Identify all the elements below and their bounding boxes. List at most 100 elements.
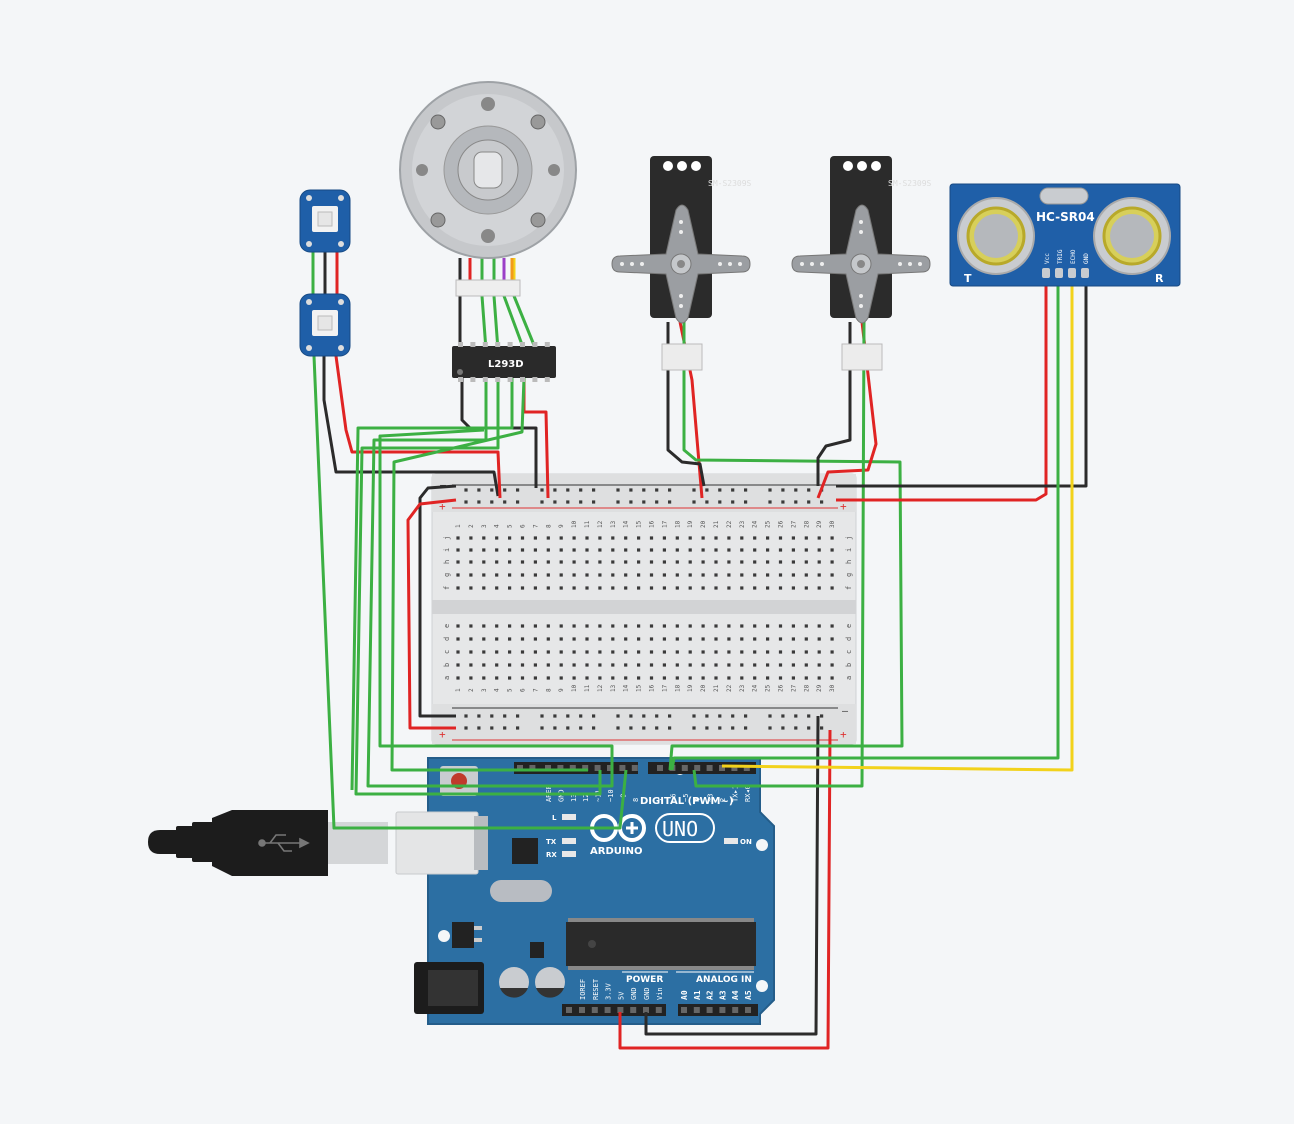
breadboard-hole[interactable] xyxy=(662,624,666,628)
wire-hcsr04-echo[interactable] xyxy=(721,284,1074,772)
breadboard-hole[interactable] xyxy=(804,624,808,628)
rail-hole[interactable] xyxy=(616,488,620,492)
breadboard-hole[interactable] xyxy=(804,663,808,667)
wire-ic-in[interactable] xyxy=(350,378,514,791)
rail-hole[interactable] xyxy=(692,500,696,504)
breadboard-hole[interactable] xyxy=(649,560,654,564)
header-pin[interactable] xyxy=(631,765,638,771)
breadboard-hole[interactable] xyxy=(469,663,473,667)
rail-hole[interactable] xyxy=(692,726,696,730)
rail-hole[interactable] xyxy=(592,726,596,730)
power-header[interactable] xyxy=(566,1007,751,1013)
rail-hole[interactable] xyxy=(503,488,507,492)
breadboard-hole[interactable] xyxy=(585,676,589,680)
breadboard-hole[interactable] xyxy=(817,663,821,667)
breadboard-hole[interactable] xyxy=(508,637,512,641)
rail-hole[interactable] xyxy=(516,500,520,504)
breadboard-hole[interactable] xyxy=(714,650,718,654)
breadboard-hole[interactable] xyxy=(598,637,602,641)
breadboard-hole[interactable] xyxy=(830,548,834,552)
breadboard-hole[interactable] xyxy=(688,650,692,654)
rail-hole[interactable] xyxy=(781,500,785,504)
breadboard-hole[interactable] xyxy=(508,560,512,564)
breadboard-hole[interactable] xyxy=(559,560,563,564)
breadboard-hole[interactable] xyxy=(559,573,563,577)
breadboard-hole[interactable] xyxy=(804,560,808,564)
breadboard-hole[interactable] xyxy=(520,586,525,590)
breadboard-hole[interactable] xyxy=(791,624,795,628)
breadboard-hole[interactable] xyxy=(533,624,537,628)
rail-hole[interactable] xyxy=(464,500,468,504)
rail-hole[interactable] xyxy=(490,488,494,492)
breadboard-hole[interactable] xyxy=(791,573,795,577)
breadboard-hole[interactable] xyxy=(624,586,628,590)
header-pin[interactable] xyxy=(630,1007,637,1013)
header-pin[interactable] xyxy=(582,765,589,771)
rail-hole[interactable] xyxy=(540,488,544,492)
breadboard-hole[interactable] xyxy=(701,650,705,654)
header-pin[interactable] xyxy=(657,765,663,771)
breadboard-hole[interactable] xyxy=(495,676,499,680)
breadboard-hole[interactable] xyxy=(804,548,808,552)
rail-hole[interactable] xyxy=(768,500,772,504)
breadboard-hole[interactable] xyxy=(624,624,628,628)
breadboard-hole[interactable] xyxy=(482,573,486,577)
breadboard-hole[interactable] xyxy=(766,548,770,552)
breadboard-hole[interactable] xyxy=(559,637,563,641)
breadboard-hole[interactable] xyxy=(753,650,757,654)
breadboard-hole[interactable] xyxy=(469,560,473,564)
rail-hole[interactable] xyxy=(768,488,772,492)
breadboard-hole[interactable] xyxy=(714,548,718,552)
breadboard-hole[interactable] xyxy=(830,676,834,680)
breadboard-hole[interactable] xyxy=(688,637,692,641)
breadboard-hole[interactable] xyxy=(482,548,486,552)
breadboard-hole[interactable] xyxy=(753,548,757,552)
rail-hole[interactable] xyxy=(477,726,481,730)
wire-servo2-black[interactable] xyxy=(816,322,852,486)
breadboard-hole[interactable] xyxy=(624,573,628,577)
rail-hole[interactable] xyxy=(477,714,481,718)
header-pin[interactable] xyxy=(529,765,536,771)
breadboard-hole[interactable] xyxy=(753,676,757,680)
breadboard-hole[interactable] xyxy=(482,676,486,680)
breadboard-hole[interactable] xyxy=(495,663,499,667)
breadboard-hole[interactable] xyxy=(598,624,602,628)
breadboard-hole[interactable] xyxy=(727,676,731,680)
breadboard-hole[interactable] xyxy=(482,560,486,564)
breadboard-hole[interactable] xyxy=(469,548,473,552)
rail-hole[interactable] xyxy=(692,488,696,492)
breadboard-hole[interactable] xyxy=(598,536,602,540)
breadboard-hole[interactable] xyxy=(559,663,563,667)
header-pin[interactable] xyxy=(694,765,701,771)
rail-hole[interactable] xyxy=(592,500,596,504)
breadboard-hole[interactable] xyxy=(533,637,537,641)
breadboard-hole[interactable] xyxy=(817,637,821,641)
breadboard-hole[interactable] xyxy=(675,536,679,540)
breadboard-hole[interactable] xyxy=(533,560,537,564)
breadboard-hole[interactable] xyxy=(585,548,589,552)
rail-hole[interactable] xyxy=(503,500,507,504)
breadboard-hole[interactable] xyxy=(649,586,654,590)
breadboard-hole[interactable] xyxy=(469,624,473,628)
breadboard-hole[interactable] xyxy=(649,548,654,552)
breadboard-hole[interactable] xyxy=(572,637,576,641)
rail-hole[interactable] xyxy=(566,488,570,492)
breadboard-hole[interactable] xyxy=(753,637,757,641)
rail-hole[interactable] xyxy=(516,726,520,730)
breadboard-hole[interactable] xyxy=(727,536,731,540)
breadboard-hole[interactable] xyxy=(624,676,628,680)
header-pin[interactable] xyxy=(706,1007,713,1013)
breadboard-hole[interactable] xyxy=(817,676,821,680)
rail-hole[interactable] xyxy=(744,726,748,730)
rail-hole[interactable] xyxy=(807,714,811,718)
breadboard-hole[interactable] xyxy=(572,624,576,628)
breadboard-hole[interactable] xyxy=(804,536,808,540)
breadboard-hole[interactable] xyxy=(611,650,615,654)
breadboard-hole[interactable] xyxy=(701,624,705,628)
breadboard-hole[interactable] xyxy=(740,586,744,590)
wires[interactable] xyxy=(311,250,1088,1050)
breadboard-hole[interactable] xyxy=(559,624,563,628)
breadboard-hole[interactable] xyxy=(572,676,576,680)
